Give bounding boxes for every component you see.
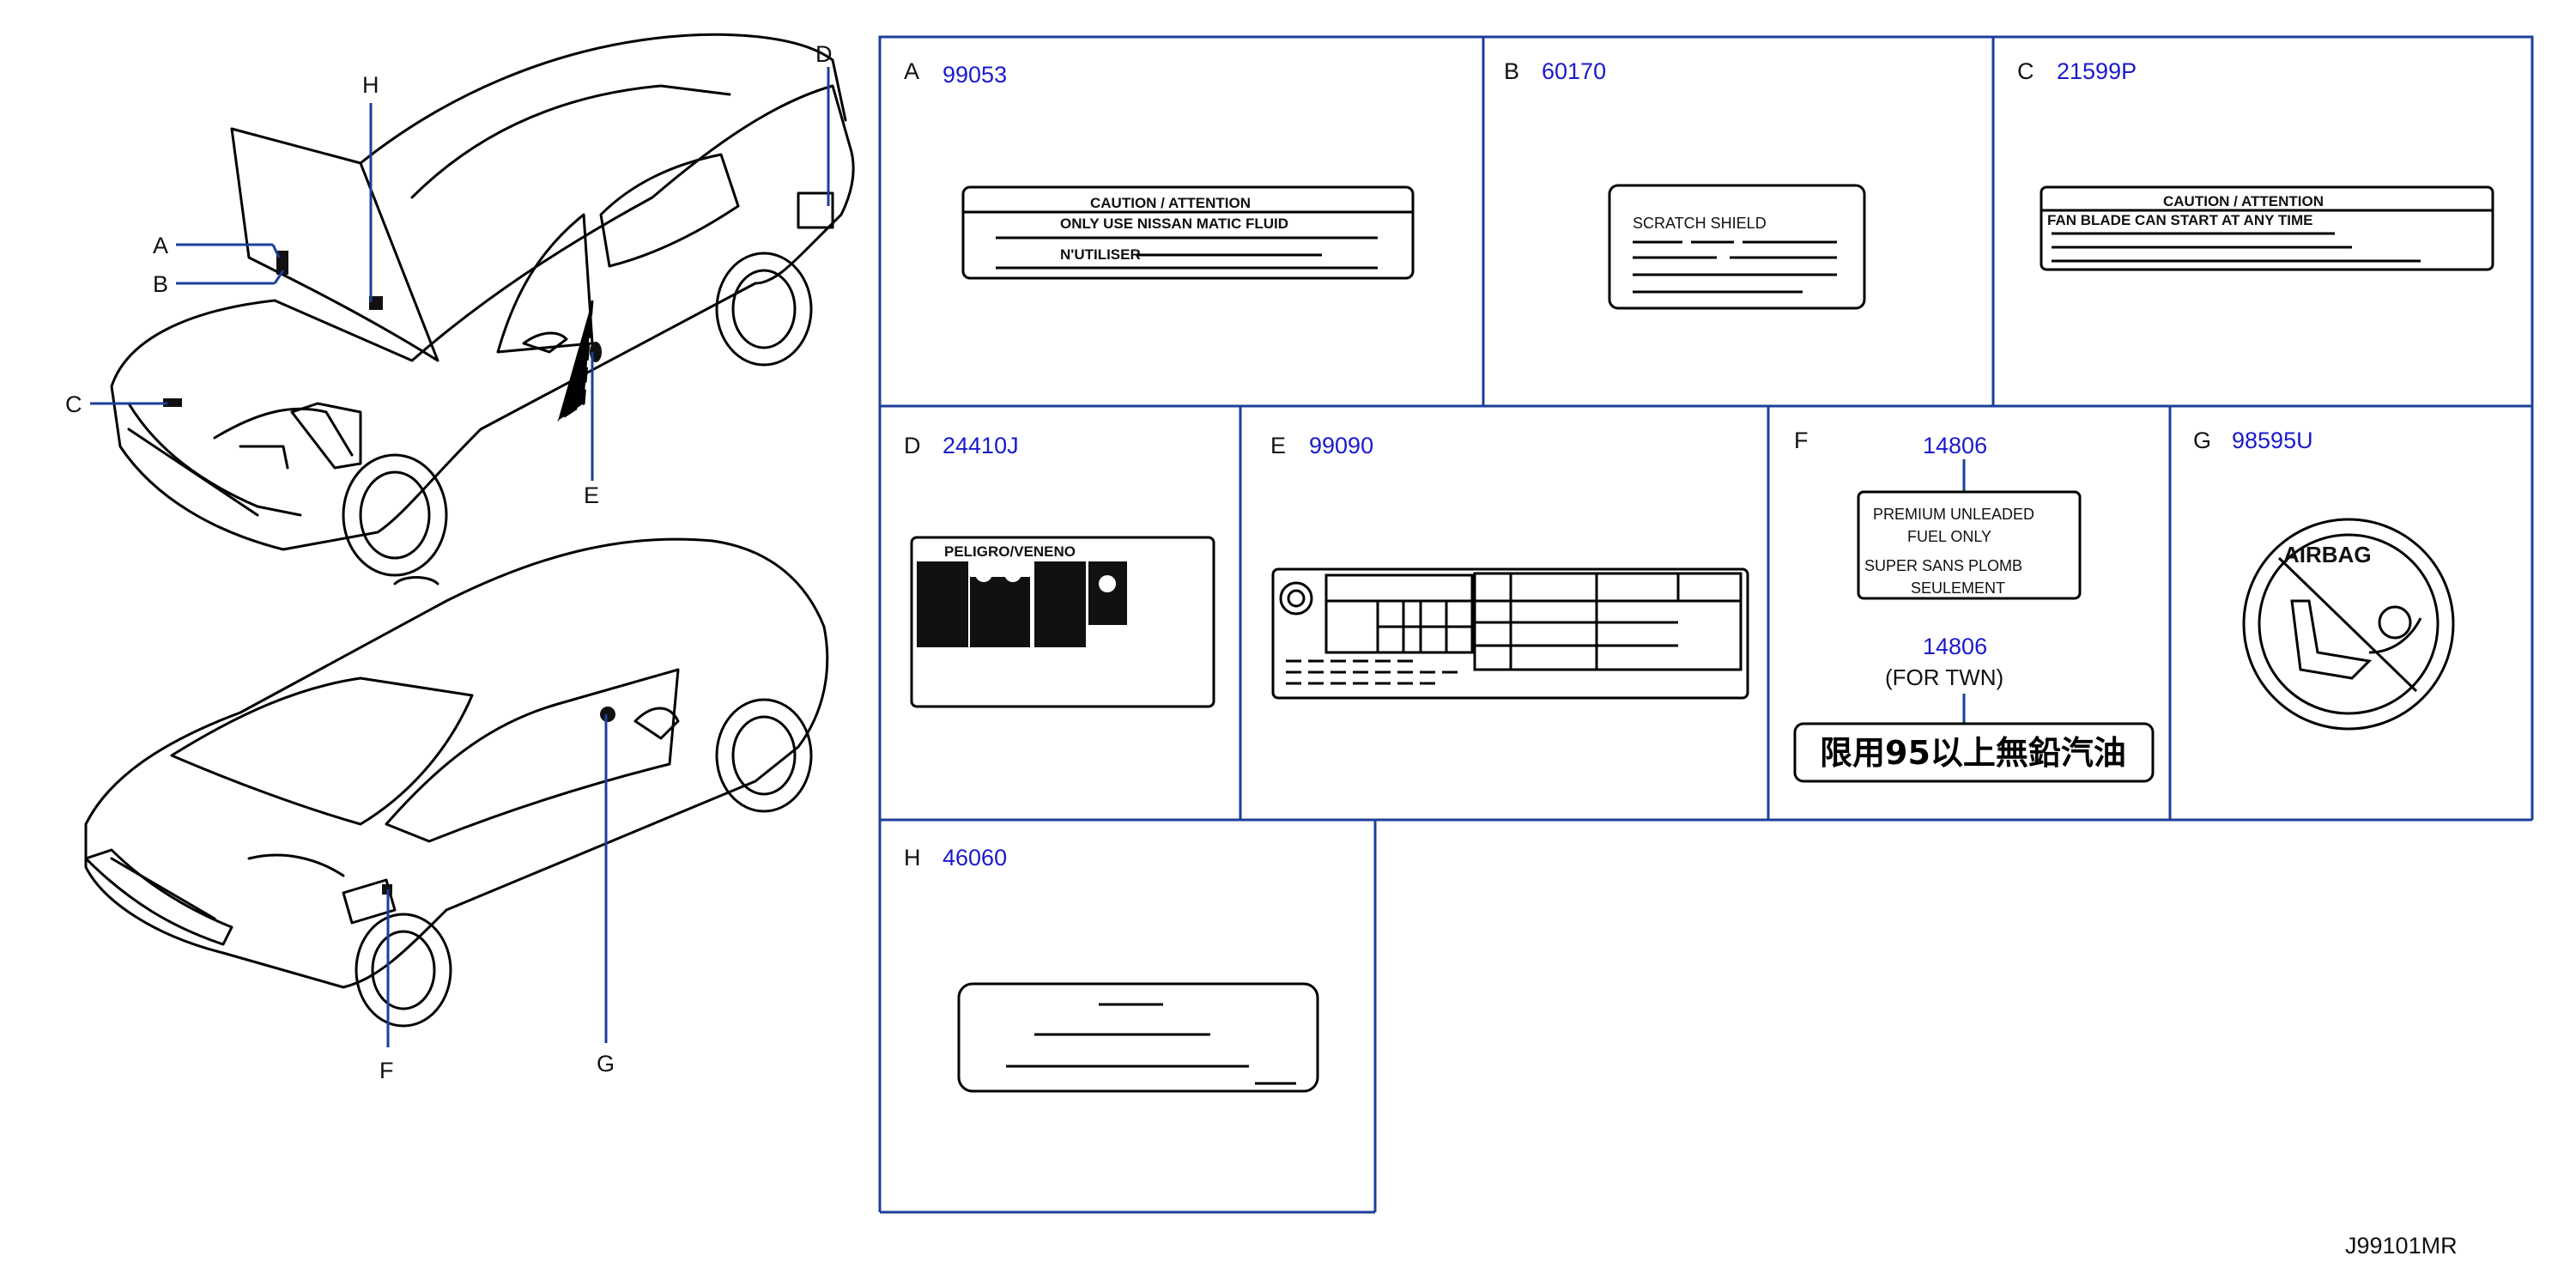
cell-b-part-number: 60170 [1542, 58, 1606, 84]
callout-d: D [815, 41, 833, 67]
label-d-heading: PELIGRO/VENENO [944, 543, 1076, 560]
cell-a-letter: A [904, 58, 919, 84]
cell-f-part-number-2: 14806 [1923, 634, 1987, 659]
label-a-line2: N'UTILISER [1060, 246, 1141, 263]
label-g-word: AIRBAG [2283, 542, 2372, 567]
cell-h-part-number: 46060 [943, 845, 1007, 871]
label-g-sticker [2242, 518, 2455, 731]
callout-e: E [584, 482, 599, 508]
label-h-sticker [957, 982, 1319, 1093]
label-f-row3: SUPER SANS PLOMB [1864, 557, 2022, 574]
cell-b-letter: B [1504, 58, 1519, 84]
cell-f-note: (FOR TWN) [1885, 664, 2003, 690]
callout-leaders [90, 67, 830, 1047]
cell-e-part-number: 99090 [1309, 433, 1373, 458]
car-rear-view [84, 537, 829, 1028]
label-a-heading: CAUTION / ATTENTION [1090, 195, 1251, 211]
label-c-heading: CAUTION / ATTENTION [2163, 193, 2324, 209]
label-a-line1: ONLY USE NISSAN MATIC FLUID [1060, 215, 1288, 232]
car-front-view [110, 33, 855, 577]
cell-h-letter: H [904, 845, 921, 871]
cell-e: E 99090 [1270, 433, 1749, 700]
callout-c: C [65, 391, 82, 417]
cell-d-part-number: 24410J [943, 433, 1019, 458]
cell-a: A 99053 CAUTION / ATTENTION ONLY USE NIS… [904, 58, 1415, 280]
cell-f: F 14806 PREMIUM UNLEADED FUEL ONLY SUPER… [1793, 428, 2155, 783]
cell-h: H 46060 [904, 845, 1319, 1093]
label-f-row4: SEULEMENT [1911, 579, 2005, 597]
callout-h: H [362, 72, 379, 98]
cell-c: C 21599P CAUTION / ATTENTION FAN BLADE C… [2017, 58, 2494, 271]
label-f-row2: FUEL ONLY [1907, 528, 1991, 545]
drawing-number: J99101MR [2345, 1233, 2458, 1259]
label-d-sticker [910, 536, 1215, 708]
label-c-sticker [2040, 185, 2494, 271]
seat-icon [2290, 599, 2373, 680]
callout-f: F [379, 1058, 394, 1083]
cell-a-part-number: 99053 [943, 62, 1007, 88]
cell-d: D 24410J PELIGRO/VENENO [904, 433, 1215, 708]
cell-g: G 98595U AIRBAG [2193, 428, 2455, 731]
label-b-line1: SCRATCH SHIELD [1633, 215, 1767, 232]
label-f-sticker [1857, 490, 2082, 600]
cell-f-letter: F [1794, 428, 1809, 453]
label-f-taiwan-text: 限用95以上無鉛汽油 [1820, 734, 2126, 772]
cell-c-letter: C [2017, 58, 2034, 84]
callout-a: A [153, 233, 168, 258]
cell-f-part-number: 14806 [1923, 433, 1987, 458]
callout-b: B [153, 271, 168, 297]
label-c-line1: FAN BLADE CAN START AT ANY TIME [2047, 212, 2312, 228]
label-f-row1: PREMIUM UNLEADED [1873, 506, 2034, 523]
cell-b: B 60170 SCRATCH SHIELD [1504, 58, 1866, 310]
cell-g-part-number: 98595U [2232, 428, 2313, 453]
cell-g-letter: G [2193, 428, 2211, 453]
cell-d-letter: D [904, 433, 921, 458]
cell-e-letter: E [1270, 433, 1286, 458]
callout-g: G [597, 1051, 615, 1077]
cell-c-part-number: 21599P [2057, 58, 2137, 84]
label-f-taiwan-sticker [1793, 722, 2155, 783]
label-a-sticker [961, 185, 1415, 280]
label-b-sticker [1608, 184, 1866, 310]
label-e-sticker [1271, 567, 1749, 700]
label-table-frame [878, 35, 2534, 1214]
